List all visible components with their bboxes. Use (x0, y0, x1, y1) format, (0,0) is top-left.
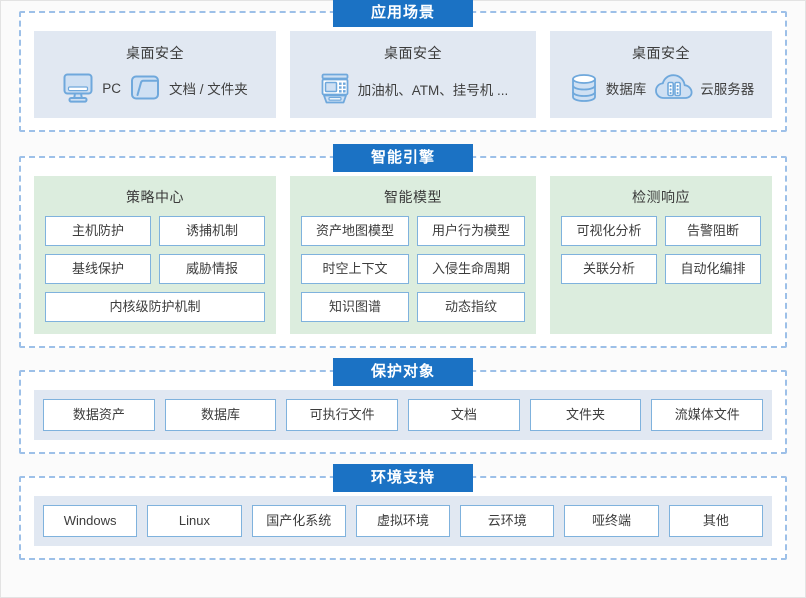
scenario-card-title: 桌面安全 (126, 45, 184, 61)
engine-chip[interactable]: 诱捕机制 (159, 216, 265, 246)
engine-card-detection-response: 检测响应 可视化分析 告警阻断 关联分析 自动化编排 (550, 176, 772, 334)
section-environment-support: 环境支持 Windows Linux 国产化系统 虚拟环境 云环境 哑终端 其他 (19, 464, 787, 560)
engine-card-title: 检测响应 (632, 189, 690, 205)
engine-chip[interactable]: 主机防护 (45, 216, 151, 246)
cloud-server-icon (655, 74, 693, 99)
scenario-item-label: 云服务器 (700, 82, 755, 97)
engine-card-title: 智能模型 (384, 189, 442, 205)
engine-chip-grid: 资产地图模型 用户行为模型 时空上下文 入侵生命周期 知识图谱 动态指纹 (301, 216, 525, 322)
scenario-card-title: 桌面安全 (384, 45, 442, 61)
protected-object-chip[interactable]: 流媒体文件 (651, 399, 764, 431)
environment-chip[interactable]: Windows (43, 505, 138, 537)
scenario-item-label: 加油机、ATM、挂号机 ... (357, 83, 509, 98)
scenario-item-label: PC (102, 80, 121, 96)
section-title-intelligent-engine: 智能引擎 (332, 144, 474, 173)
protected-object-chip[interactable]: 可执行文件 (286, 399, 399, 431)
scenario-card: 桌面安全 数据库 (550, 31, 772, 118)
monitor-icon (63, 73, 93, 103)
scenario-item-documents[interactable]: 文档 / 文件夹 (129, 72, 248, 104)
scenario-item-cloud-server[interactable]: 云服务器 (654, 72, 754, 104)
scenario-item-list: 加油机、ATM、挂号机 ... (298, 72, 528, 106)
section-title-protected-objects: 保护对象 (332, 358, 474, 387)
scenario-item-pc[interactable]: PC (62, 72, 121, 104)
engine-chip[interactable]: 可视化分析 (561, 216, 657, 246)
engine-chip[interactable]: 关联分析 (561, 254, 657, 284)
engine-chip[interactable]: 动态指纹 (417, 292, 525, 322)
scenario-item-list: 数据库 (558, 72, 764, 104)
environment-chip[interactable]: 虚拟环境 (355, 505, 451, 537)
section-body-application-scenarios: 桌面安全 PC (19, 11, 787, 132)
scenario-item-label: 文档 / 文件夹 (169, 82, 248, 97)
scenario-item-kiosk[interactable]: 加油机、ATM、挂号机 ... (318, 72, 509, 106)
engine-chip[interactable]: 威胁情报 (159, 254, 265, 284)
environment-list: Windows Linux 国产化系统 虚拟环境 云环境 哑终端 其他 (34, 496, 772, 546)
environment-chip[interactable]: Linux (147, 505, 242, 537)
section-title-application-scenarios: 应用场景 (332, 0, 474, 28)
scenario-item-database[interactable]: 数据库 (568, 72, 647, 104)
protected-object-chip[interactable]: 数据库 (164, 399, 277, 431)
engine-card-title: 策略中心 (126, 189, 184, 205)
environment-chip[interactable]: 哑终端 (564, 505, 659, 537)
engine-chip[interactable]: 自动化编排 (665, 254, 761, 284)
engine-card-policy-center: 策略中心 主机防护 诱捕机制 基线保护 威胁情报 内核级防护机制 (34, 176, 276, 334)
engine-card-row: 策略中心 主机防护 诱捕机制 基线保护 威胁情报 内核级防护机制 智能模型 资产… (34, 176, 772, 334)
engine-card-intelligent-model: 智能模型 资产地图模型 用户行为模型 时空上下文 入侵生命周期 知识图谱 动态指… (290, 176, 536, 334)
scenario-card: 桌面安全 (290, 31, 536, 118)
scenario-card-row: 桌面安全 PC (34, 31, 772, 118)
engine-chip[interactable]: 时空上下文 (301, 254, 409, 284)
folder-icon (131, 75, 159, 100)
engine-chip[interactable]: 基线保护 (45, 254, 151, 284)
engine-chip-grid: 可视化分析 告警阻断 关联分析 自动化编排 (561, 216, 761, 284)
scenario-card-title: 桌面安全 (632, 45, 690, 61)
section-title-environment-support: 环境支持 (332, 464, 474, 493)
engine-chip[interactable]: 资产地图模型 (301, 216, 409, 246)
environment-chip[interactable]: 云环境 (460, 505, 555, 537)
database-icon (571, 74, 596, 102)
environment-chip[interactable]: 其他 (668, 505, 763, 537)
protected-object-chip[interactable]: 文件夹 (529, 399, 642, 431)
scenario-item-label: 数据库 (605, 82, 647, 97)
engine-chip[interactable]: 知识图谱 (301, 292, 409, 322)
protected-object-chip[interactable]: 文档 (408, 399, 520, 431)
scenario-card: 桌面安全 PC (34, 31, 276, 118)
engine-chip[interactable]: 入侵生命周期 (417, 254, 525, 284)
environment-chip[interactable]: 国产化系统 (251, 505, 346, 537)
section-body-intelligent-engine: 策略中心 主机防护 诱捕机制 基线保护 威胁情报 内核级防护机制 智能模型 资产… (19, 156, 787, 348)
scenario-item-list: PC 文档 / 文件夹 (42, 72, 268, 104)
engine-chip[interactable]: 告警阻断 (665, 216, 761, 246)
atm-kiosk-icon (321, 73, 349, 104)
engine-chip[interactable]: 用户行为模型 (417, 216, 525, 246)
section-intelligent-engine: 智能引擎 策略中心 主机防护 诱捕机制 基线保护 威胁情报 内核级防护机制 智能… (19, 144, 787, 348)
section-application-scenarios: 应用场景 桌面安全 PC (19, 0, 787, 132)
engine-chip-grid: 主机防护 诱捕机制 基线保护 威胁情报 内核级防护机制 (45, 216, 265, 322)
section-protected-objects: 保护对象 数据资产 数据库 可执行文件 文档 文件夹 流媒体文件 (19, 358, 787, 454)
protected-object-list: 数据资产 数据库 可执行文件 文档 文件夹 流媒体文件 (34, 390, 772, 440)
engine-chip[interactable]: 内核级防护机制 (45, 292, 265, 322)
protected-object-chip[interactable]: 数据资产 (43, 399, 155, 431)
